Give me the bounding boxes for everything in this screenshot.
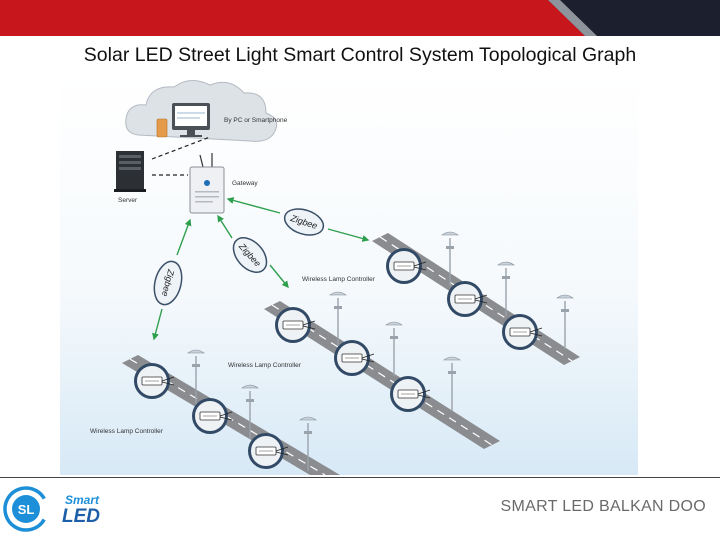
zigbee-link-3b <box>152 308 163 341</box>
controller-label: Wireless Lamp Controller <box>228 362 302 369</box>
zigbee-link-1b <box>327 228 370 242</box>
gateway-icon <box>189 153 225 214</box>
zigbee-cloud-2: Zigbee <box>232 237 268 273</box>
smartphone-icon <box>156 118 168 138</box>
pc-monitor-icon <box>172 103 210 137</box>
cloud-server-link <box>151 136 211 160</box>
zigbee-link-1a <box>226 197 281 214</box>
topology-diagram: By PC or Smartphone Server Gateway <box>60 73 638 475</box>
diagram-background <box>60 73 638 475</box>
server-icon <box>114 151 146 192</box>
top-banner-dark <box>548 0 720 36</box>
logo-word-led: LED <box>62 506 100 527</box>
logo-badge-text: SL <box>18 502 35 517</box>
company-name: SMART LED BALKAN DOO <box>500 498 706 515</box>
zigbee-cloud-3: Zigbee <box>153 260 183 306</box>
top-banner <box>0 0 720 36</box>
footer-divider <box>0 477 720 478</box>
logo-word-smart: Smart <box>65 493 100 507</box>
controller-label: Wireless Lamp Controller <box>302 276 376 283</box>
controller-label: Wireless Lamp Controller <box>90 428 164 435</box>
cloud-label: By PC or Smartphone <box>224 117 288 124</box>
zigbee-link-2a <box>217 214 233 239</box>
zigbee-link-2b <box>269 264 289 289</box>
server-label: Server <box>118 197 138 204</box>
top-banner-stripe <box>548 0 597 36</box>
slide-title: Solar LED Street Light Smart Control Sys… <box>83 44 637 66</box>
smart-led-logo: SL Smart LED <box>3 486 100 532</box>
gateway-label: Gateway <box>232 180 258 187</box>
zigbee-link-3a <box>176 218 192 256</box>
zigbee-cloud-1: Zigbee <box>283 208 325 236</box>
